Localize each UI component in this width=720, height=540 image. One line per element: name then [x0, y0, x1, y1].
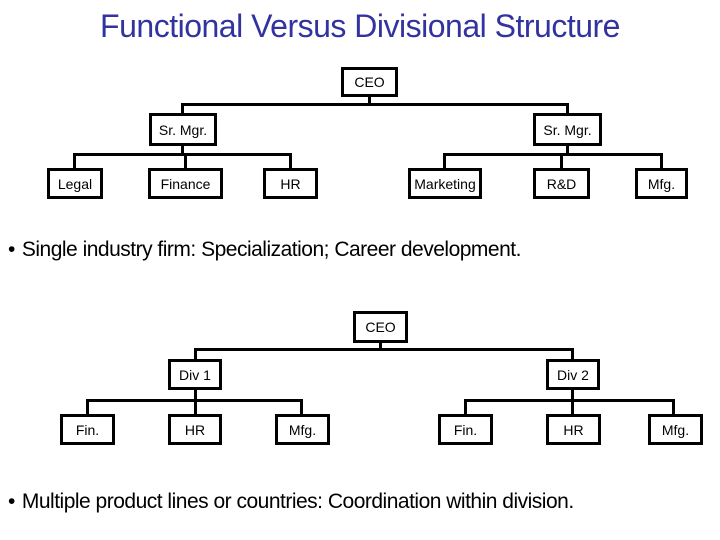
org-node-label: Marketing [414, 175, 476, 192]
org-node-label: Finance [160, 175, 211, 192]
org-node-mfg: Mfg. [635, 168, 688, 199]
connector-line [194, 348, 574, 351]
org-node-label: Mfg. [288, 421, 317, 438]
connector-line [184, 153, 187, 168]
org-node-label: Mfg. [647, 175, 676, 192]
org-node-hr: HR [263, 168, 318, 199]
connector-line [181, 103, 569, 106]
connector-line [181, 103, 184, 113]
org-node-label: Sr. Mgr. [543, 121, 592, 138]
connector-line [379, 343, 382, 348]
org-node-div2-fin: Fin. [438, 414, 493, 445]
org-node-div1-fin: Fin. [60, 414, 115, 445]
org-node-marketing: Marketing [408, 168, 482, 199]
org-node-sr-mgr-right: Sr. Mgr. [533, 113, 602, 146]
connector-line [289, 153, 292, 168]
org-node-label: Mfg. [661, 421, 690, 438]
connector-line [571, 348, 574, 359]
org-node-label: HR [563, 421, 584, 438]
bullet-functional: • Single industry firm: Specialization; C… [8, 237, 716, 262]
org-node-label: HR [184, 421, 206, 438]
org-node-div1: Div 1 [168, 359, 222, 390]
connector-line [571, 390, 574, 399]
org-node-ceo: CEO [353, 311, 408, 343]
bullet-text: Single industry firm: Specialization; Ca… [21, 238, 522, 261]
connector-line [73, 153, 292, 156]
connector-line [181, 146, 184, 153]
connector-line [368, 97, 371, 103]
connector-line [660, 153, 663, 168]
bullet-marker: • [8, 490, 15, 513]
org-node-label: Sr. Mgr. [158, 121, 208, 138]
org-node-label: CEO [354, 74, 385, 90]
slide-title: Functional Versus Divisional Structure [100, 8, 620, 44]
connector-line [443, 153, 663, 156]
connector-line [300, 399, 303, 414]
bullet-text: Multiple product lines or countries: Coo… [21, 490, 574, 513]
connector-line [194, 390, 197, 399]
connector-line [571, 399, 574, 414]
bullet-divisional: • Multiple product lines or countries: Co… [8, 489, 716, 514]
org-node-label: Fin. [453, 421, 478, 438]
org-node-div1-hr: HR [168, 414, 222, 445]
connector-line [73, 153, 76, 168]
org-node-label: HR [280, 175, 301, 192]
connector-line [672, 399, 675, 414]
org-node-label: CEO [365, 319, 396, 335]
org-node-label: Legal [57, 175, 93, 192]
bullet-marker: • [8, 238, 15, 261]
org-node-label: Div 2 [557, 366, 589, 383]
org-node-ceo: CEO [341, 67, 398, 97]
org-node-div1-mfg: Mfg. [275, 414, 330, 445]
org-node-finance: Finance [148, 168, 223, 199]
org-node-legal: Legal [47, 168, 103, 199]
org-node-label: Div 1 [179, 366, 211, 383]
org-node-div2: Div 2 [546, 359, 600, 390]
org-node-label: R&D [546, 175, 577, 192]
org-node-div2-hr: HR [546, 414, 601, 445]
connector-line [194, 399, 197, 414]
connector-line [566, 146, 569, 153]
org-node-sr-mgr-left: Sr. Mgr. [149, 113, 217, 146]
connector-line [560, 153, 563, 168]
org-node-div2-mfg: Mfg. [648, 414, 703, 445]
connector-line [443, 153, 446, 168]
org-node-label: Fin. [75, 421, 100, 438]
connector-line [194, 348, 197, 359]
connector-line [464, 399, 467, 414]
connector-line [86, 399, 89, 414]
connector-line [566, 103, 569, 113]
org-node-rnd: R&D [533, 168, 590, 199]
connector-line [464, 399, 675, 402]
